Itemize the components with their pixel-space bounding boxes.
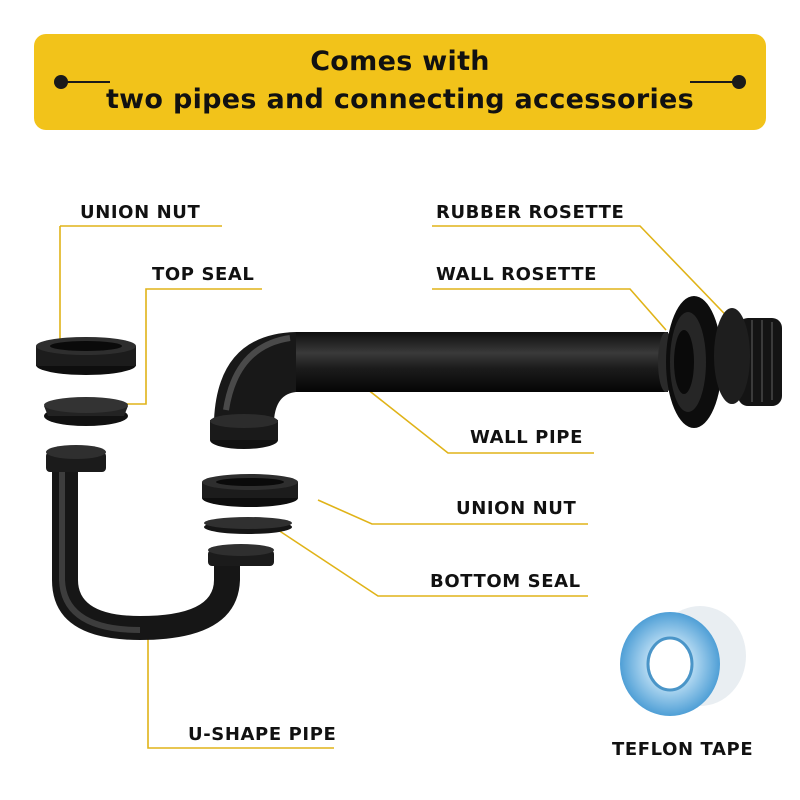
- header-banner: Comes with two pipes and connecting acce…: [34, 34, 766, 130]
- top-seal-part: [44, 397, 128, 426]
- label-wall-rosette: WALL ROSETTE: [436, 264, 598, 285]
- leader-rubber-rosette: [432, 225, 745, 335]
- rubber-rosette: [714, 308, 782, 406]
- banner-title-line2: two pipes and connecting accessories: [105, 84, 695, 115]
- banner-left-line: [62, 81, 110, 83]
- union-nut-bottom-part: [202, 474, 298, 507]
- leader-union-nut-bottom: [317, 499, 588, 525]
- label-top-seal: TOP SEAL: [152, 264, 255, 285]
- label-union-nut-bottom: UNION NUT: [456, 498, 577, 519]
- leader-wall-rosette: [432, 288, 667, 331]
- leader-wall-pipe: [337, 365, 594, 454]
- banner-right-dot: [732, 75, 746, 89]
- label-rubber-rosette: RUBBER ROSETTE: [436, 202, 625, 223]
- banner-left-dot: [54, 75, 68, 89]
- label-union-nut-top: UNION NUT: [80, 202, 201, 223]
- banner-right-line: [690, 81, 738, 83]
- label-bottom-seal: BOTTOM SEAL: [430, 571, 581, 592]
- union-nut-top-part: [36, 337, 136, 375]
- label-u-shape-pipe: U-SHAPE PIPE: [188, 724, 337, 745]
- u-shape-pipe-part: [46, 445, 274, 640]
- label-teflon-tape: TEFLON TAPE: [612, 739, 754, 760]
- label-wall-pipe: WALL PIPE: [470, 427, 583, 448]
- banner-title-line1: Comes with: [310, 46, 490, 77]
- teflon-tape-part: [620, 606, 746, 716]
- bottom-seal-part: [204, 517, 292, 534]
- leader-lines: [59, 225, 745, 749]
- leader-bottom-seal: [271, 525, 588, 597]
- wall-rosette: [666, 296, 722, 428]
- leader-u-shape-pipe: [147, 638, 334, 749]
- wall-pipe: [210, 332, 674, 449]
